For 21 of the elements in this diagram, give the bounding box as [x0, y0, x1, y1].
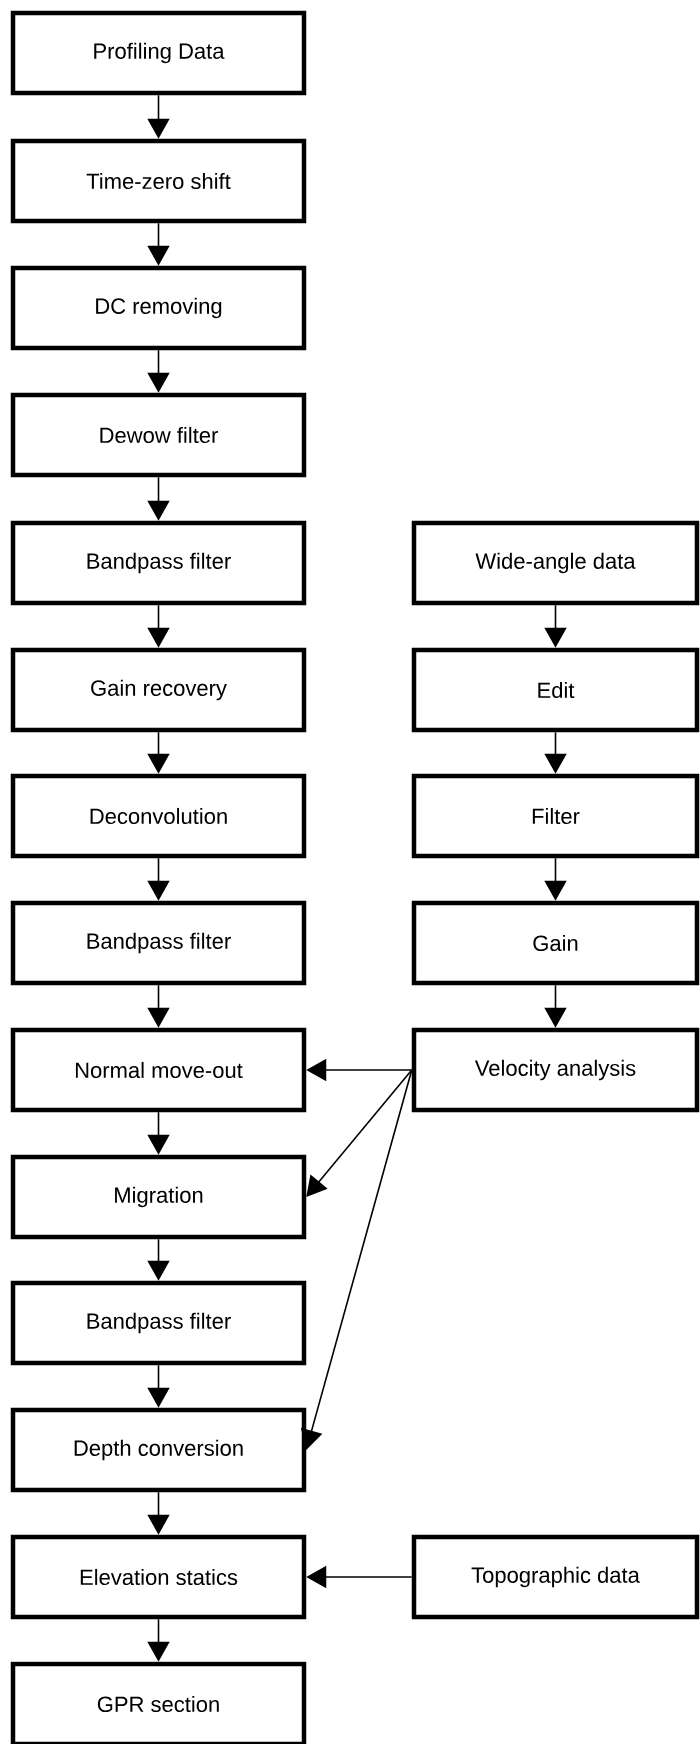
arrow [306, 1069, 413, 1197]
process-box: Bandpass filter [10, 900, 307, 986]
process-box: GPR section [10, 1661, 307, 1744]
process-box: Bandpass filter [10, 520, 307, 606]
process-box: Dewow filter [10, 392, 307, 478]
process-box: Normal move-out [10, 1027, 307, 1113]
process-box: Topographic data [411, 1534, 700, 1620]
process-box: Profiling Data [10, 10, 307, 96]
process-box: Gain [411, 900, 700, 986]
process-box: Filter [411, 773, 700, 859]
process-box: Gain recovery [10, 647, 307, 733]
process-box: Time-zero shift [10, 138, 307, 224]
process-box: Deconvolution [10, 773, 307, 859]
process-box: Elevation statics [10, 1534, 307, 1620]
process-box: Edit [411, 647, 700, 733]
process-box: DC removing [10, 265, 307, 351]
process-box: Bandpass filter [10, 1280, 307, 1366]
process-box: Migration [10, 1154, 307, 1240]
process-box: Wide-angle data [411, 520, 700, 606]
process-box: Velocity analysis [411, 1027, 700, 1113]
process-box: Depth conversion [10, 1407, 307, 1493]
